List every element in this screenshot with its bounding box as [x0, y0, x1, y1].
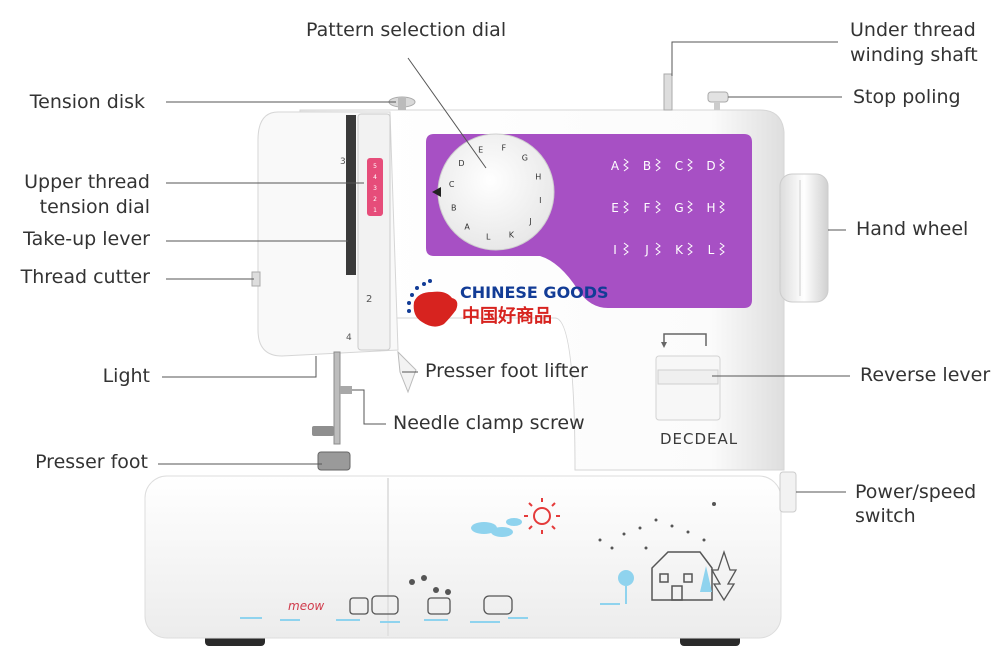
stitch-letter: D — [706, 159, 715, 173]
machine-base — [144, 475, 782, 639]
thread-channel — [346, 115, 356, 275]
leader-winding-shaft — [671, 41, 838, 76]
watermark-logo: CHINESE GOODS 中国好商品 — [407, 279, 609, 327]
sun-decoration — [524, 498, 560, 534]
stitch-letter: B — [643, 159, 651, 173]
china-map-icon — [413, 291, 458, 327]
presser-foot-part — [317, 451, 351, 471]
dial-letter: E — [478, 146, 483, 155]
stitch-letter: K — [675, 243, 684, 257]
tension-dial[interactable] — [367, 158, 383, 216]
watermark-line1: CHINESE GOODS — [460, 283, 609, 302]
stitch-symbol-icon — [687, 242, 693, 256]
power-switch-part[interactable] — [779, 471, 797, 513]
dial-letter: J — [528, 217, 531, 226]
brand-logo: DECDEAL — [660, 430, 738, 448]
stitch-symbol-icon — [623, 158, 629, 172]
watermark-line2: 中国好商品 — [462, 305, 552, 327]
dial-pointer-icon — [432, 187, 441, 197]
stitch-symbol-icon — [687, 158, 693, 172]
dial-letter: L — [486, 232, 491, 241]
winding-shaft-part — [663, 73, 673, 111]
label-upper-thread-2: tension dial — [39, 196, 150, 218]
label-needle-clamp-screw: Needle clamp screw — [393, 412, 585, 434]
stitch-symbol-icon — [655, 242, 661, 256]
thread-marker-3: 3 — [340, 157, 346, 167]
stitch-letter: H — [706, 201, 715, 215]
stitch-symbol-icon — [623, 200, 629, 214]
label-stop-poling: Stop poling — [853, 86, 961, 108]
reverse-lever-part[interactable] — [655, 355, 721, 421]
tension-scale-number: 4 — [373, 174, 377, 181]
reverse-arrow-icon — [663, 333, 707, 346]
label-power-speed-1: Power/speed — [855, 481, 977, 503]
stitch-letter: A — [611, 159, 620, 173]
leader-lines — [158, 41, 850, 493]
label-power-speed-2: switch — [855, 505, 916, 527]
meow-decal: meow — [288, 599, 324, 613]
stitch-symbol-icon — [655, 200, 661, 214]
label-under-thread-1: Under thread — [850, 19, 976, 41]
tension-scale-number: 1 — [373, 207, 377, 214]
stitch-symbol-icon — [719, 242, 725, 256]
thread-marker-2: 2 — [366, 294, 372, 305]
tension-housing — [357, 113, 391, 351]
label-upper-thread-1: Upper thread — [24, 171, 150, 193]
label-presser-foot-lifter: Presser foot lifter — [425, 360, 588, 382]
balloons-decoration — [409, 575, 451, 595]
tension-scale-number: 5 — [373, 163, 377, 170]
stitch-symbol-icon — [687, 200, 693, 214]
stitch-letter: L — [708, 243, 715, 257]
thread-marker-4: 4 — [346, 333, 352, 343]
stitch-letter: C — [675, 159, 683, 173]
dial-letter: A — [464, 223, 470, 232]
stars-decoration — [598, 502, 716, 550]
stitch-letter: F — [644, 201, 651, 215]
tree-decoration — [710, 549, 738, 602]
label-hand-wheel: Hand wheel — [856, 218, 969, 240]
dial-letter: K — [509, 230, 515, 239]
dial-letter: G — [522, 154, 528, 163]
stitch-letter: J — [644, 243, 649, 257]
needle-clamp-screw-part — [340, 386, 352, 394]
dial-letter: H — [535, 173, 541, 182]
dial-letters: E F G H I J K L A B C D — [449, 144, 542, 242]
tension-scale-number: 3 — [373, 185, 377, 192]
stitch-symbol-icon — [719, 158, 725, 172]
dial-letter: I — [539, 196, 541, 205]
stitch-grid: A B C D E F G H I J K L — [611, 158, 725, 257]
dial-letter: B — [451, 203, 457, 212]
label-take-up-lever: Take-up lever — [23, 228, 150, 250]
label-reverse-lever: Reverse lever — [860, 364, 991, 386]
stitch-symbol-icon — [719, 200, 725, 214]
dial-letter: D — [458, 159, 464, 168]
label-presser-foot: Presser foot — [35, 451, 148, 473]
label-under-thread-2: winding shaft — [850, 44, 978, 66]
stitch-symbol-icon — [655, 158, 661, 172]
hand-wheel-part[interactable] — [779, 173, 829, 303]
stitch-letter: G — [674, 201, 683, 215]
label-tension-disk: Tension disk — [29, 91, 145, 113]
leader-light — [162, 356, 317, 378]
tension-scale: 5 4 3 2 1 — [373, 163, 377, 214]
leader-clamp-screw — [352, 389, 386, 425]
tension-scale-number: 2 — [373, 196, 377, 203]
dial-letter: F — [501, 144, 506, 153]
house-decoration — [651, 551, 713, 601]
pattern-selection-dial-part[interactable] — [437, 133, 555, 251]
leader-pattern-dial — [407, 57, 487, 169]
label-thread-cutter: Thread cutter — [20, 266, 150, 288]
cloud-decoration — [471, 522, 497, 534]
stitch-letter: I — [613, 243, 617, 257]
stitch-letter: E — [611, 201, 619, 215]
stitch-symbol-icon — [623, 242, 629, 256]
animals-decoration — [349, 595, 513, 615]
needle-bar — [333, 351, 341, 445]
dial-letter: C — [449, 180, 455, 189]
label-light: Light — [102, 365, 150, 387]
label-pattern-selection-dial: Pattern selection dial — [306, 19, 507, 41]
